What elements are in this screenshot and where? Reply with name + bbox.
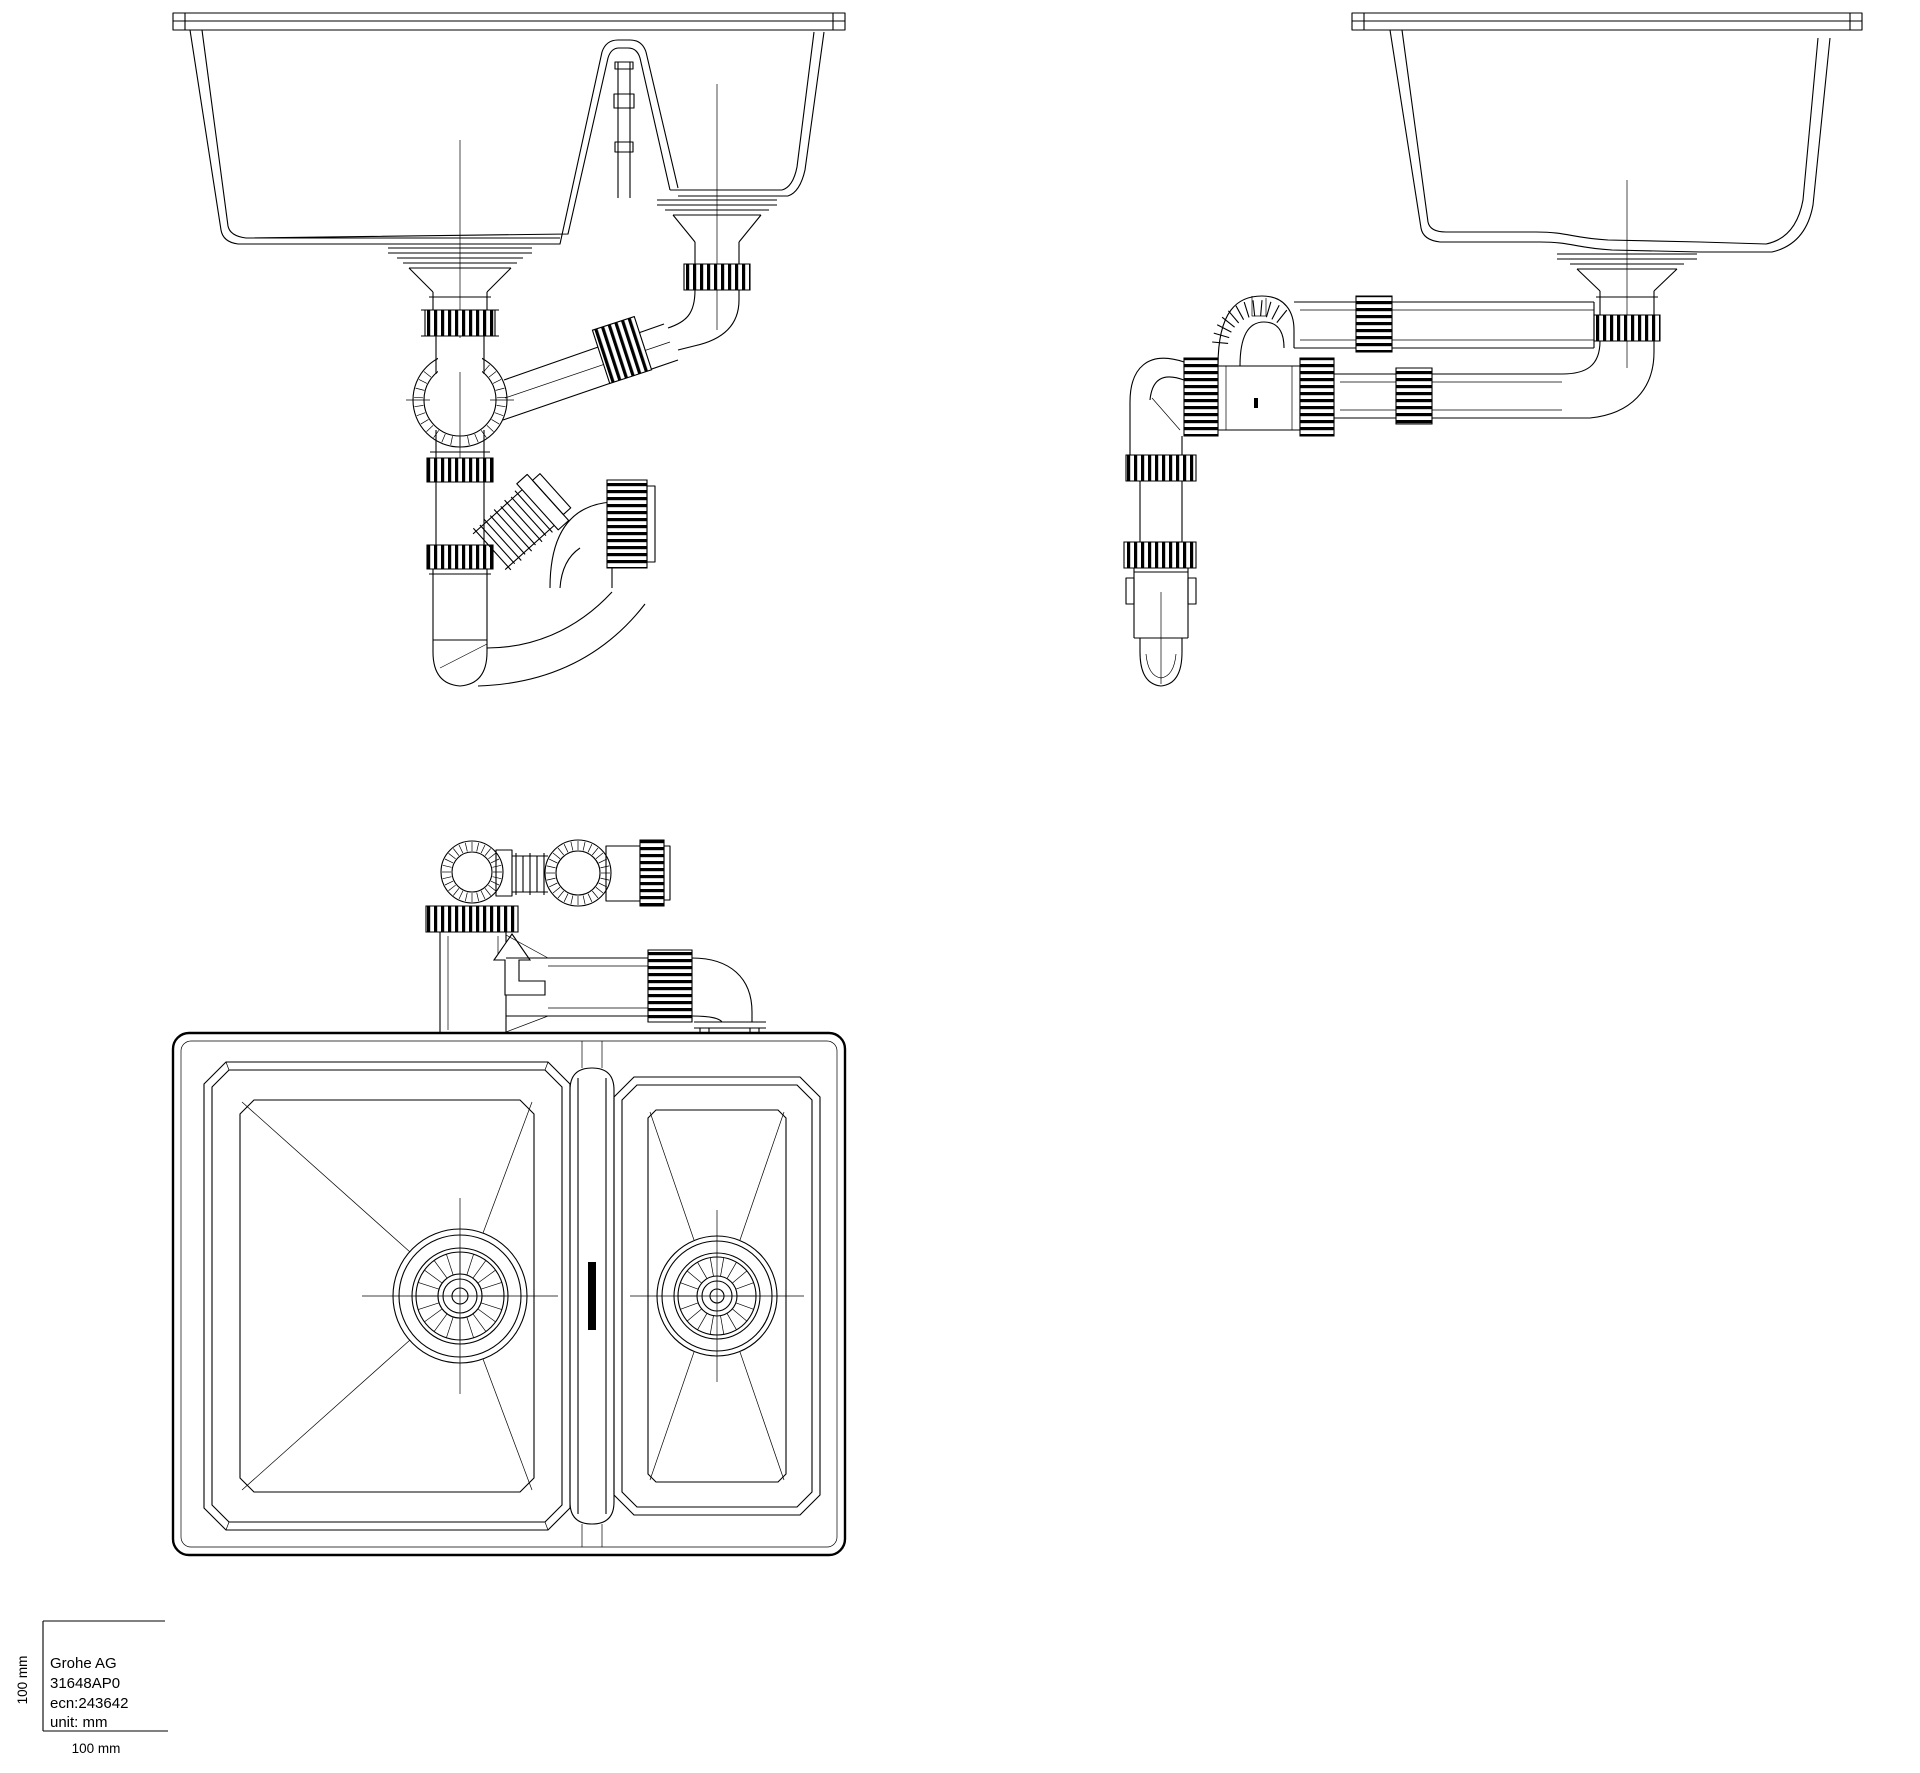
top-view-plumbing: [426, 840, 766, 1033]
sink-rim-front: [173, 13, 845, 30]
branch-end-nut: [640, 840, 664, 906]
divider-clip: [588, 1262, 596, 1330]
trap-lower-stack: [427, 430, 645, 686]
company-name: Grohe AG: [50, 1655, 117, 1672]
right-drain-assembly: [657, 200, 777, 350]
horizontal-pipe-nut: [648, 950, 692, 1022]
top-view: [173, 1033, 845, 1555]
left-strainer: [362, 1198, 558, 1394]
corrugated-hose-branch: [468, 468, 576, 574]
lower-horizontal-pipe: [1334, 368, 1562, 424]
trap-bend-ring: [406, 336, 514, 447]
vertical-scale-label: 100 mm: [15, 1656, 30, 1705]
j-bend-inner: [478, 604, 645, 686]
tee-right-nut: [1300, 358, 1334, 436]
bowl-side: [1390, 30, 1830, 252]
j-bend-outer: [487, 592, 612, 648]
ecn-number: ecn:243642: [50, 1695, 128, 1712]
bowl-divider: [570, 1041, 614, 1547]
left-bowl-front: [190, 30, 678, 244]
horizontal-scale-label: 100 mm: [72, 1741, 121, 1756]
stack-nut-1: [427, 458, 493, 482]
stack-nut-b: [1124, 542, 1196, 568]
right-bowl-front: [670, 32, 824, 196]
diagonal-pipe-nut: [592, 317, 651, 384]
right-drain-nut: [684, 264, 750, 290]
front-view: [173, 13, 845, 686]
side-drain-assembly: [1557, 254, 1697, 418]
stack-nut-2: [427, 545, 493, 569]
right-bowl-top: [614, 1077, 820, 1515]
diagonal-connecting-pipe: [503, 317, 678, 420]
left-drain-assembly: [388, 248, 532, 336]
stack-nut-a: [1126, 455, 1196, 481]
drain-nut: [425, 310, 495, 336]
overflow-fitting: [614, 62, 634, 198]
tee-left-nut: [1184, 358, 1218, 436]
lower-pipe-nut: [1396, 368, 1432, 424]
model-number: 31648AP0: [50, 1675, 120, 1692]
tee-fitting: [1184, 296, 1334, 436]
side-view: [1124, 13, 1862, 686]
upper-horizontal-pipe: [1294, 296, 1594, 352]
tee-top-elbow-knurl: [1212, 300, 1287, 343]
flow-arrow-icon: [494, 934, 545, 995]
branch-assembly-top: [441, 840, 670, 906]
sink-outer-edge: [173, 1033, 845, 1555]
inlet-pipe-nut: [426, 906, 518, 932]
side-vertical-stack: [1124, 358, 1196, 686]
outlet-elbow: [550, 480, 655, 588]
sink-rim-side: [1352, 13, 1862, 30]
right-strainer: [630, 1210, 804, 1382]
upper-pipe-nut: [1356, 296, 1392, 352]
sleeve-clip-left: [1126, 578, 1134, 604]
title-block: Grohe AG 31648AP0 ecn:243642 unit: mm 10…: [15, 1621, 168, 1756]
side-drain-nut: [1594, 315, 1660, 341]
outlet-elbow-nut: [607, 480, 647, 568]
unit-label: unit: mm: [50, 1714, 108, 1731]
left-bowl-top: [204, 1062, 570, 1530]
sleeve-clip-right: [1188, 578, 1196, 604]
inlet-pipe-top: [426, 906, 545, 1033]
